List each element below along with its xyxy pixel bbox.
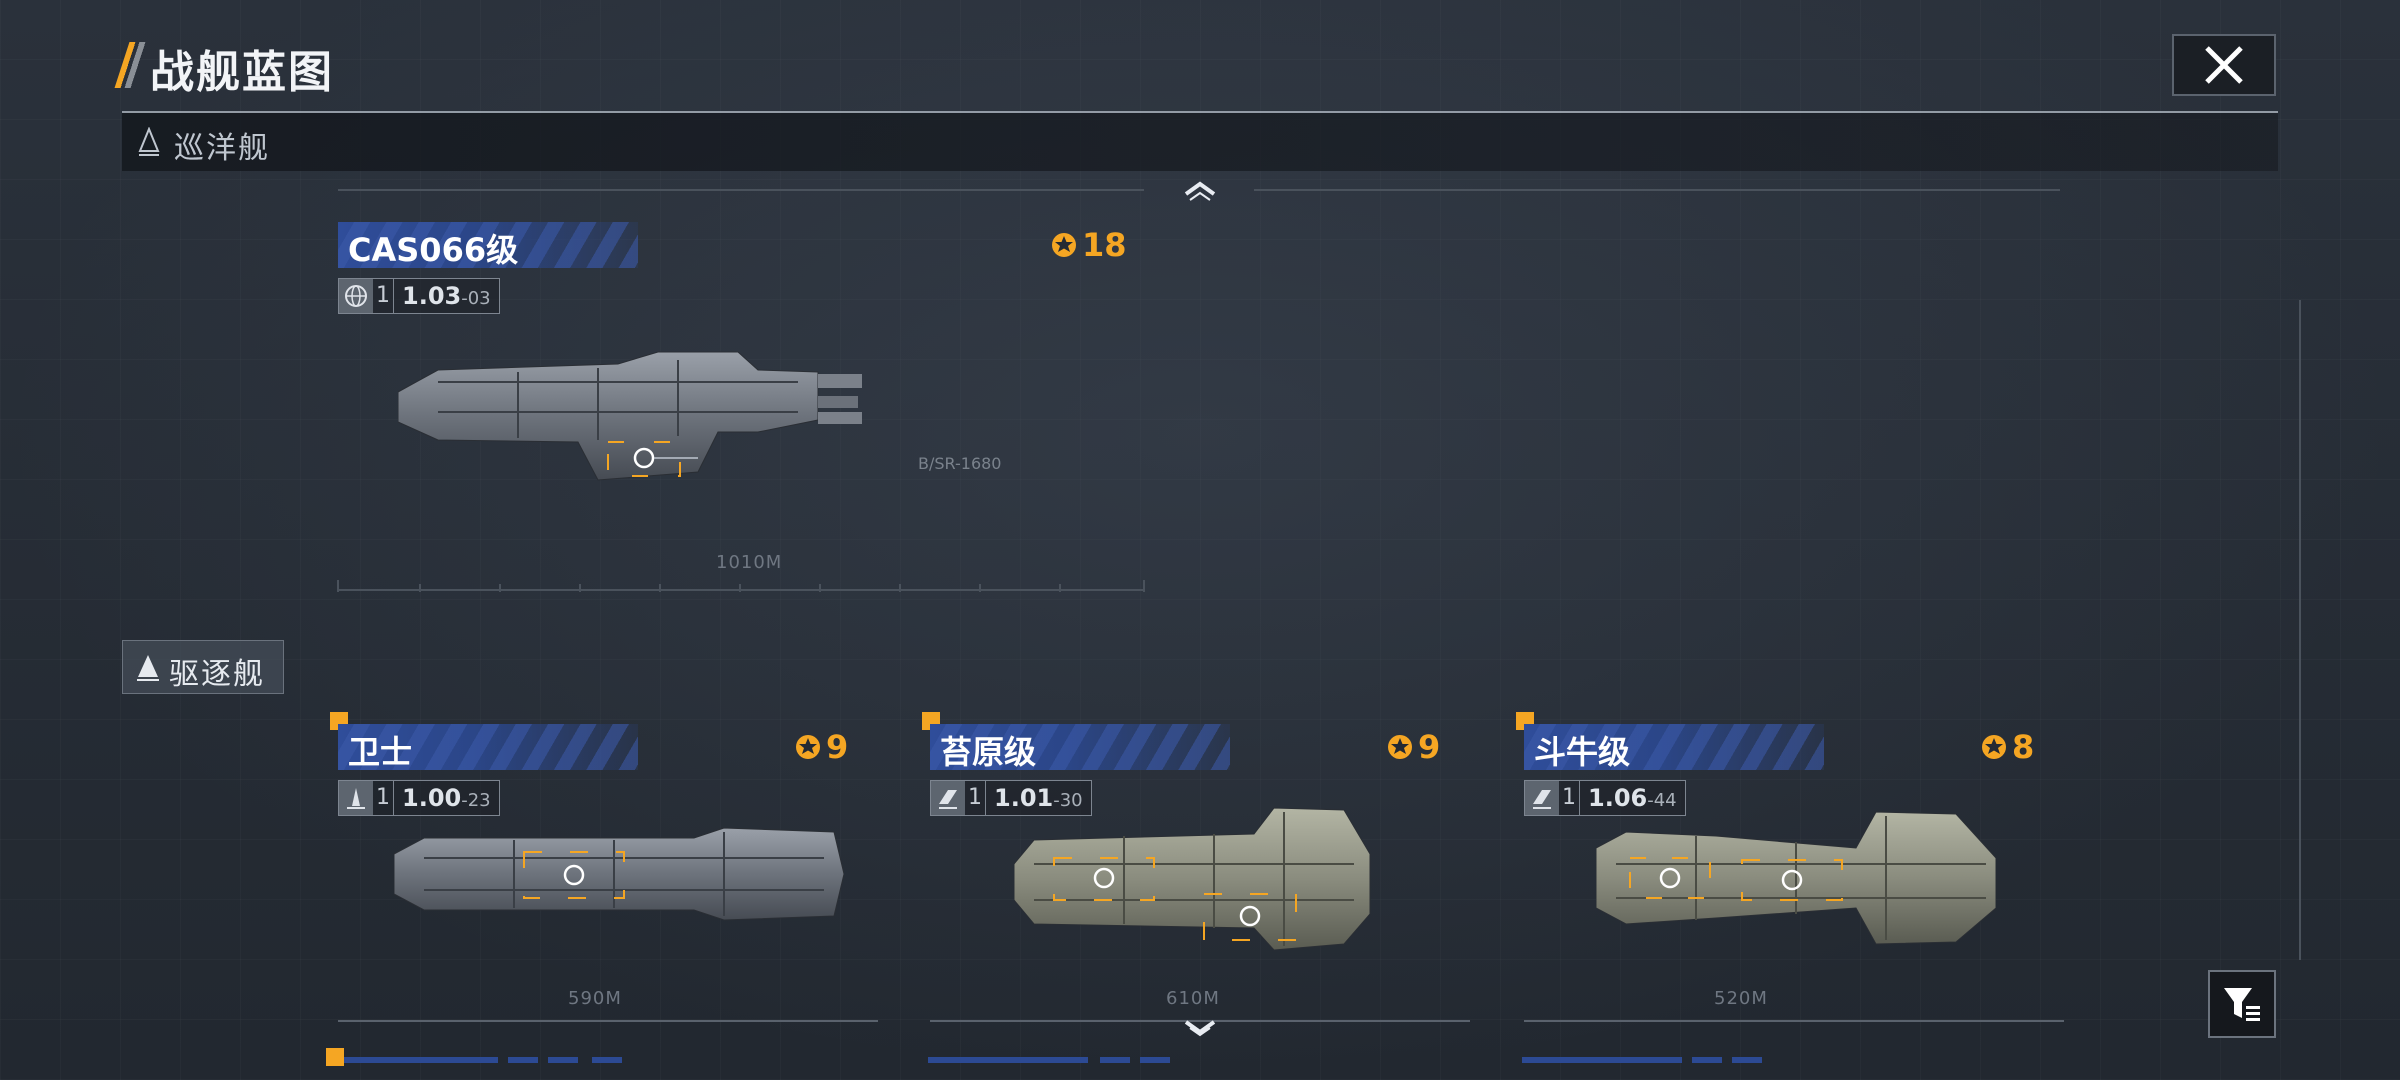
- rank-emblem-icon: [1388, 735, 1412, 759]
- ship-version-box: 1 1.03-03: [338, 278, 500, 314]
- page-title: 战舰蓝图: [150, 47, 334, 98]
- rank-emblem-icon: [1982, 735, 2006, 759]
- ship-rank: 8: [1980, 728, 2034, 766]
- ship-name-bar: [930, 724, 1230, 770]
- ship-name: 卫士: [348, 733, 413, 771]
- ship-card-tundra[interactable]: 苔原级 9 1 1.01-30 610M: [922, 712, 1470, 1024]
- filter-icon: [2224, 988, 2260, 1021]
- scroll-down-button[interactable]: [1180, 1016, 1220, 1044]
- scale-ruler: [338, 1020, 878, 1022]
- ship-class-icon: [347, 788, 365, 809]
- ship-blueprint-guardian: [394, 827, 844, 921]
- ship-rank: 18: [1050, 226, 1127, 264]
- section-header-cruiser: 巡洋舰: [122, 113, 2278, 171]
- filter-button[interactable]: [2208, 970, 2276, 1038]
- ship-rank: 9: [1386, 728, 1440, 766]
- ship-blueprint-bullfight: [1596, 811, 1996, 945]
- ship-name-bar: [338, 222, 638, 268]
- section-header-destroyer: 驱逐舰: [122, 640, 284, 694]
- section-label-cruiser: 巡洋舰: [174, 131, 270, 166]
- chevron-up-icon: [1184, 181, 1216, 196]
- ship-length: 1010M: [716, 552, 783, 573]
- close-button[interactable]: [2172, 34, 2276, 96]
- ship-card-cas066[interactable]: CAS066级 18 1 1.03-03: [338, 222, 1148, 592]
- rank-emblem-icon: [1052, 233, 1076, 257]
- ship-card-guardian[interactable]: 卫士 9 1 1.00-23 590M: [330, 712, 878, 1024]
- ship-name: 苔原级: [940, 733, 1037, 771]
- header-divider: [122, 111, 2278, 113]
- ship-name-bar: [1524, 724, 1824, 770]
- ship-name: CAS066级: [348, 231, 519, 269]
- ship-class-icon: [137, 655, 159, 681]
- ship-name: 斗牛级: [1534, 733, 1631, 771]
- ship-class-icon: [939, 790, 957, 809]
- section-label-destroyer: 驱逐舰: [169, 657, 265, 692]
- scroll-up-button[interactable]: [1180, 176, 1220, 204]
- ship-rank: 9: [794, 728, 848, 766]
- ship-blueprint-tundra: [1014, 807, 1371, 951]
- ship-blueprint-cas066: [398, 351, 862, 481]
- ship-length: 590M: [568, 988, 622, 1009]
- ship-version-box: 1 1.00-23: [338, 780, 500, 816]
- ship-length: 520M: [1714, 988, 1768, 1009]
- chevron-down-icon: [1184, 1020, 1216, 1035]
- scale-ruler: [930, 1020, 1470, 1022]
- close-icon: [2205, 46, 2243, 84]
- ship-name-bar: [338, 724, 638, 770]
- ship-class-icon: [138, 127, 160, 156]
- scale-ruler: [1524, 1020, 2064, 1022]
- ship-version-box: 1 1.06-44: [1524, 780, 1686, 816]
- globe-icon: [345, 285, 367, 307]
- ship-class-icon: [1533, 790, 1551, 809]
- ship-version-box: 1 1.01-30: [930, 780, 1092, 816]
- ship-length: 610M: [1166, 988, 1220, 1009]
- rank-emblem-icon: [796, 735, 820, 759]
- ship-card-bullfight[interactable]: 斗牛级 8 1 1.06-44 520M: [1516, 712, 2064, 1024]
